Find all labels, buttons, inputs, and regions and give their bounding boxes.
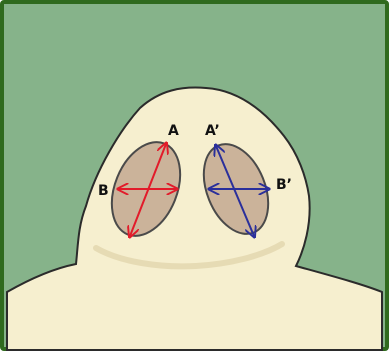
label-right-long-axis: A’ (205, 123, 220, 139)
label-left-short-axis: B (98, 183, 109, 199)
label-right-short-axis: B’ (276, 177, 292, 193)
label-left-long-axis: A (168, 123, 179, 139)
